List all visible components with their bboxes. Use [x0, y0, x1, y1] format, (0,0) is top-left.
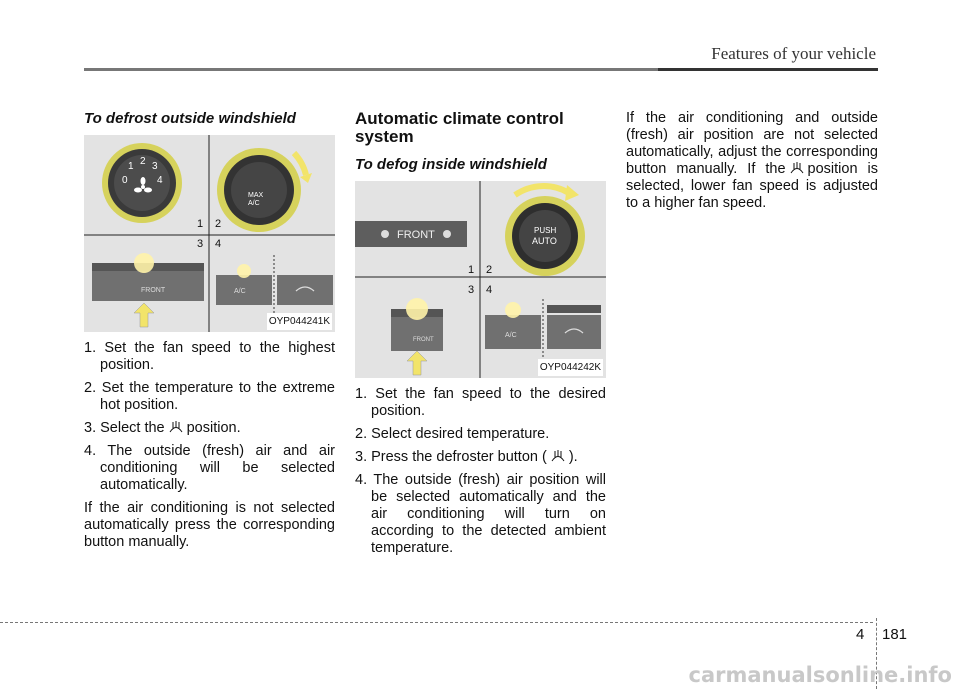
defog-controls-illustration: FRONT PUSH AUTO 1 2 3 4 FRONT A/C — [355, 181, 606, 378]
dial-number-3: 3 — [152, 161, 158, 172]
step-4: 4. The outside (fresh) air position will… — [355, 472, 606, 556]
front-label-large: FRONT — [397, 229, 435, 241]
right-paragraph-end: position is selected, lower fan speed is… — [626, 161, 878, 211]
recirculation-button — [547, 315, 601, 349]
defrost-steps: 1. Set the fan speed to the highest posi… — [84, 340, 335, 494]
callout-3: 3 — [468, 284, 474, 296]
step-3-text: 3. Select the — [84, 420, 165, 436]
footer-rule — [0, 622, 873, 623]
rotate-arrow-icon — [291, 150, 309, 176]
defrost-icon — [169, 421, 183, 433]
defrost-button — [391, 317, 443, 351]
max-ac-label-2: A/C — [248, 200, 260, 207]
section-heading: Automatic climate control system — [355, 109, 564, 146]
step-3-suffix: position. — [186, 420, 241, 436]
dial-number-0: 0 — [122, 175, 128, 186]
front-label: FRONT — [141, 287, 166, 294]
ac-label: A/C — [505, 332, 517, 339]
step-1: 1. Set the fan speed to the highest posi… — [84, 340, 335, 373]
figure-defrost-controls: 0 1 2 3 4 MAX A/C 1 2 3 4 — [84, 135, 335, 332]
subheading-defrost: To defrost outside windshield — [84, 110, 296, 127]
recirculation-button — [277, 275, 333, 305]
right-column: If the air conditioning and outside (fre… — [626, 110, 878, 212]
right-paragraph-start: If the air conditioning and outside (fre… — [626, 110, 878, 177]
watermark: carmanualsonline.info — [688, 663, 952, 687]
defrost-icon — [790, 162, 803, 174]
left-column: To defrost outside windshield 0 1 2 3 4 — [84, 110, 335, 551]
dial-number-2: 2 — [140, 156, 146, 167]
callout-4: 4 — [486, 284, 492, 296]
callout-4: 4 — [215, 238, 221, 250]
callout-1: 1 — [468, 264, 474, 276]
step-2: 2. Set the temperature to the extreme ho… — [84, 380, 335, 413]
step-4: 4. The outside (fresh) air and air condi… — [84, 443, 335, 493]
arrow-up-icon — [133, 302, 155, 328]
defrost-icon — [551, 450, 565, 462]
fan-icon — [381, 230, 451, 238]
callout-2: 2 — [215, 218, 221, 230]
arrow-up-icon — [406, 350, 428, 376]
ac-button — [216, 275, 272, 305]
callout-2: 2 — [486, 264, 492, 276]
figure-code: OYP044241K — [266, 313, 332, 330]
max-ac-label: MAX — [248, 192, 264, 199]
figure-code: OYP044242K — [537, 359, 603, 376]
chapter-number: 4 — [856, 626, 865, 643]
running-header: Features of your vehicle — [711, 44, 876, 63]
ac-button — [485, 315, 541, 349]
step-3: 3. Select the position. — [84, 420, 335, 437]
rotate-arrow-icon — [513, 183, 571, 198]
step-3: 3. Press the defroster button (). — [355, 449, 606, 466]
subheading-defog: To defog inside windshield — [355, 156, 547, 173]
step-1: 1. Set the fan speed to the desired posi… — [355, 386, 606, 419]
step-3-text: 3. Press the defroster button ( — [355, 449, 547, 465]
dial-number-4: 4 — [157, 175, 163, 186]
callout-1: 1 — [197, 218, 203, 230]
dial-number-1: 1 — [128, 161, 134, 172]
callout-3: 3 — [197, 238, 203, 250]
page-number: 181 — [882, 626, 908, 643]
header-rule — [84, 68, 878, 71]
right-paragraph: If the air conditioning and outside (fre… — [626, 110, 878, 212]
defog-steps: 1. Set the fan speed to the desired posi… — [355, 386, 606, 557]
push-label: PUSH — [534, 226, 556, 235]
recirculation-icon — [295, 286, 315, 292]
middle-column: Automatic climate control system To defo… — [355, 110, 606, 563]
front-label-small: FRONT — [413, 337, 434, 343]
step-3-suffix: ). — [568, 449, 578, 465]
fan-icon — [134, 177, 152, 193]
front-defrost-button — [92, 271, 204, 301]
auto-label: AUTO — [532, 236, 557, 246]
step-2: 2. Select desired temperature. — [355, 426, 550, 442]
figure-defog-controls: FRONT PUSH AUTO 1 2 3 4 FRONT A/C — [355, 181, 606, 378]
left-paragraph: If the air conditioning is not selected … — [84, 500, 335, 550]
defrost-controls-illustration: 0 1 2 3 4 MAX A/C 1 2 3 4 — [84, 135, 335, 332]
recirculation-icon — [564, 328, 584, 334]
ac-label: A/C — [234, 288, 246, 295]
footer-divider — [876, 618, 877, 689]
indicator-glow — [134, 253, 154, 273]
